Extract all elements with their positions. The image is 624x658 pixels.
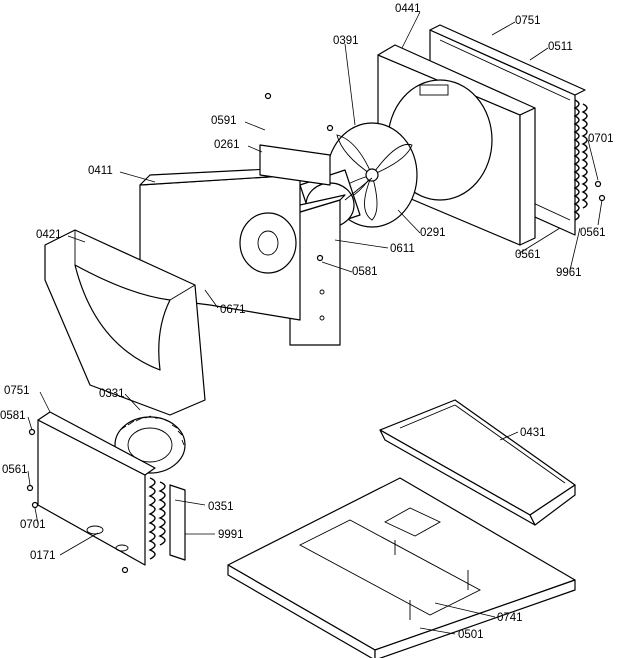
label-0351: 0351 — [208, 501, 234, 513]
label-0701-left: 0701 — [20, 519, 46, 531]
label-0591: 0591 — [211, 115, 237, 127]
label-0391: 0391 — [333, 35, 359, 47]
label-0171: 0171 — [30, 550, 56, 562]
label-9961: 9961 — [556, 267, 582, 279]
label-0421: 0421 — [36, 229, 62, 241]
label-0581-motor: 0581 — [352, 266, 378, 278]
label-0611: 0611 — [390, 243, 415, 255]
label-0501: 0501 — [458, 629, 484, 641]
label-0561-right: 0561 — [580, 227, 606, 239]
label-0581-left: 0581 — [0, 410, 26, 422]
label-0261: 0261 — [214, 139, 240, 151]
leader-lines — [27, 11, 603, 635]
label-0701-right: 0701 — [588, 133, 614, 145]
label-0441: 0441 — [395, 3, 421, 15]
scroll-housing-0421 — [44, 229, 206, 416]
label-0291: 0291 — [420, 227, 446, 239]
label-0751-left: 0751 — [4, 385, 30, 397]
label-0751-top: 0751 — [515, 15, 541, 27]
label-0561-mid: 0561 — [515, 249, 541, 261]
screws — [26, 92, 606, 574]
evaporator-coil-0351 — [37, 411, 186, 566]
label-0671: 0671 — [220, 304, 246, 316]
label-0331: 0331 — [99, 388, 125, 400]
label-0511: 0511 — [548, 41, 573, 53]
top-cover-0431 — [379, 399, 576, 526]
label-0561-left: 0561 — [2, 464, 28, 476]
label-0431: 0431 — [520, 427, 546, 439]
label-9991: 9991 — [218, 529, 244, 541]
label-0411: 0411 — [88, 165, 113, 177]
base-pan-0501 — [227, 477, 576, 658]
part-labels: 0441 0751 0511 0391 0591 0261 0701 0411 … — [0, 3, 614, 641]
motor-partition-0581 — [289, 194, 346, 346]
label-0741: 0741 — [497, 612, 523, 624]
